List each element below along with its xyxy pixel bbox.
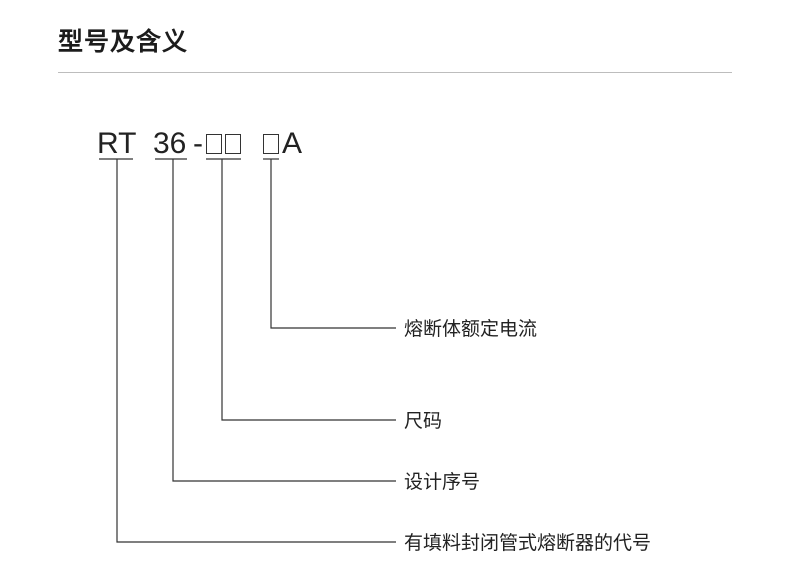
title-divider	[58, 72, 732, 73]
leader-rated-current	[270, 159, 396, 329]
leader-size	[221, 159, 396, 421]
page-title: 型号及含义	[58, 27, 189, 56]
code-design-number: 36	[153, 127, 187, 160]
code-size-box-1	[206, 134, 222, 154]
code-current-box	[263, 134, 279, 154]
desc-rated-current: 熔断体额定电流	[404, 318, 538, 340]
code-current-unit: A	[282, 127, 303, 160]
desc-size: 尺码	[404, 410, 443, 432]
desc-design-number: 设计序号	[404, 471, 481, 493]
code-size-box-2	[225, 134, 241, 154]
leader-design-number	[172, 159, 396, 482]
leader-series	[116, 159, 396, 543]
desc-series: 有填料封闭管式熔断器的代号	[404, 532, 652, 554]
code-series: RT	[97, 127, 137, 160]
code-separator: -	[193, 127, 203, 160]
